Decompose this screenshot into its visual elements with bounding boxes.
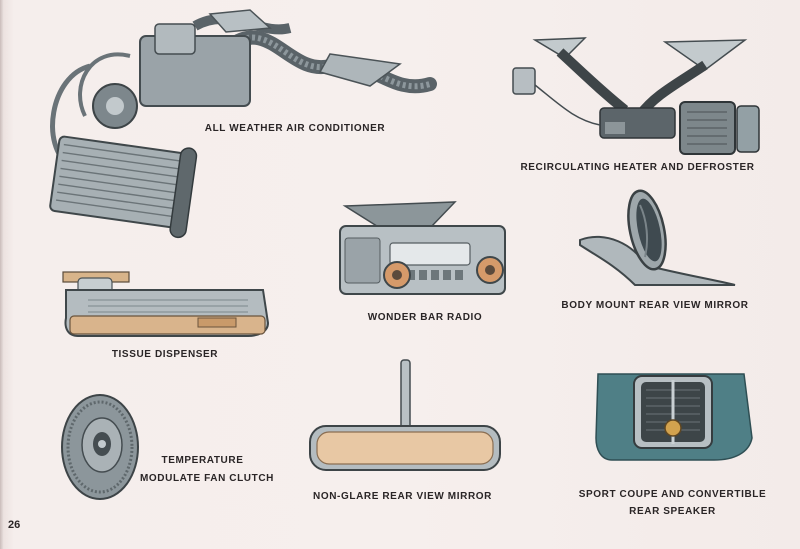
radio-icon [339,201,506,295]
fan-clutch-icon [61,394,139,500]
speaker-caption-2: REAR SPEAKER [629,506,716,517]
rear-view-mirror-icon [309,359,501,471]
side-mirror-icon [579,189,736,286]
air-conditioner-caption: ALL WEATHER AIR CONDITIONER [204,123,386,134]
side-mirror-caption: BODY MOUNT REAR VIEW MIRROR [561,300,749,311]
heater-defroster-caption: RECIRCULATING HEATER AND DEFROSTER [520,162,755,173]
air-conditioner-icon [49,9,437,239]
tissue-dispenser-icon [62,271,270,337]
heater-defroster-icon [512,37,760,155]
radio-caption: WONDER BAR RADIO [367,312,483,323]
page-number: 26 [8,519,21,531]
rear-view-mirror-caption: NON-GLARE REAR VIEW MIRROR [313,491,492,502]
page-binding-edge [0,0,4,549]
speaker-caption-1: SPORT COUPE AND CONVERTIBLE [578,489,767,500]
speaker-icon [595,373,753,461]
fan-clutch-caption-1: TEMPERATURE [161,455,244,466]
tissue-dispenser-caption: TISSUE DISPENSER [111,349,219,360]
fan-clutch-caption-2: MODULATE FAN CLUTCH [140,473,274,484]
